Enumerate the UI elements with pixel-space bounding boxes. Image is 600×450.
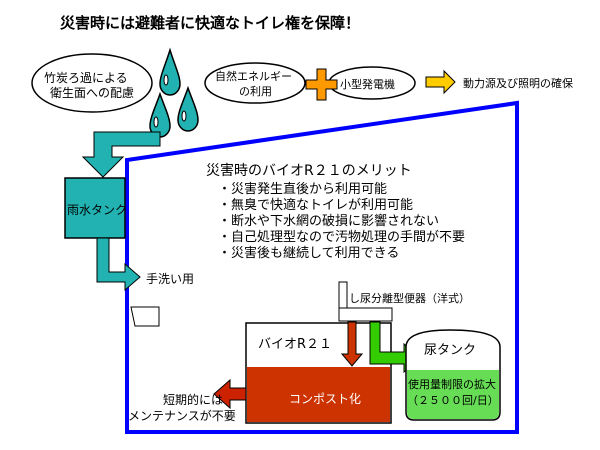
compost-label: コンポスト化 bbox=[289, 392, 362, 406]
merit-item: ・災害後も継続して利用できる bbox=[218, 246, 400, 261]
bubble-energy bbox=[204, 62, 306, 104]
merit-item: ・災害発生直後から利用可能 bbox=[218, 182, 388, 197]
maintenance-arrow bbox=[213, 378, 247, 410]
bubble-energy-line2: の利用 bbox=[239, 85, 272, 98]
power-result-label: 動力源及び照明の確保 bbox=[463, 77, 573, 90]
water-drop-icon bbox=[149, 91, 171, 138]
compost-arrow bbox=[340, 321, 364, 367]
urine-tank-title: 尿タンク bbox=[424, 343, 477, 358]
urine-tank-line2: （２５００回/日） bbox=[407, 394, 499, 407]
yellow-arrow-icon bbox=[425, 69, 456, 95]
water-drop-icon bbox=[177, 85, 199, 132]
merit-item: ・自己処理型なので汚物処理の手間が不要 bbox=[218, 230, 466, 245]
bubble-charcoal bbox=[31, 53, 153, 113]
urine-level-fill bbox=[407, 370, 499, 419]
toilet-seat bbox=[338, 307, 393, 322]
merits-title: 災害時のバイオR２１のメリット bbox=[206, 163, 412, 179]
rain-tank bbox=[64, 177, 126, 239]
plus-icon bbox=[305, 68, 338, 101]
maintenance-line2: メンテナンスが不要 bbox=[128, 409, 236, 423]
toilet-back bbox=[338, 281, 348, 309]
rain-tank-label: 雨水タンク bbox=[67, 203, 128, 217]
water-drop-icon bbox=[159, 47, 181, 96]
bio-box-label: バイオR２１ bbox=[258, 337, 333, 352]
compost-fill bbox=[247, 367, 390, 422]
merit-item: ・無臭で快適なトイレが利用可能 bbox=[218, 198, 414, 213]
handwash-label: 手洗い用 bbox=[146, 272, 195, 286]
merits-list: ・災害発生直後から利用可能 ・無臭で快適なトイレが利用可能 ・断水や下水網の破損… bbox=[218, 182, 465, 262]
bubble-energy-line1: 自然エネルギー bbox=[215, 70, 292, 83]
merit-item: ・断水や下水網の破損に影響されない bbox=[218, 214, 440, 229]
urine-tank-line1: 使用量制限の拡大 bbox=[408, 378, 496, 391]
building-outline bbox=[125, 100, 519, 434]
inflow-arrow bbox=[81, 131, 161, 178]
handwash-arrow bbox=[96, 237, 141, 292]
toilet-label: し尿分離型便器（洋式） bbox=[349, 292, 470, 305]
page-title: 災害時には避難者に快適なトイレ権を保障！ bbox=[60, 14, 361, 32]
sink bbox=[130, 306, 160, 327]
bubble-charcoal-line2: 衛生面への配慮 bbox=[50, 86, 135, 100]
bubble-generator-label: 小型発電機 bbox=[340, 78, 395, 91]
bubble-charcoal-line1: 竹炭ろ過による bbox=[44, 71, 128, 85]
maintenance-line1: 短期的には bbox=[163, 393, 224, 407]
